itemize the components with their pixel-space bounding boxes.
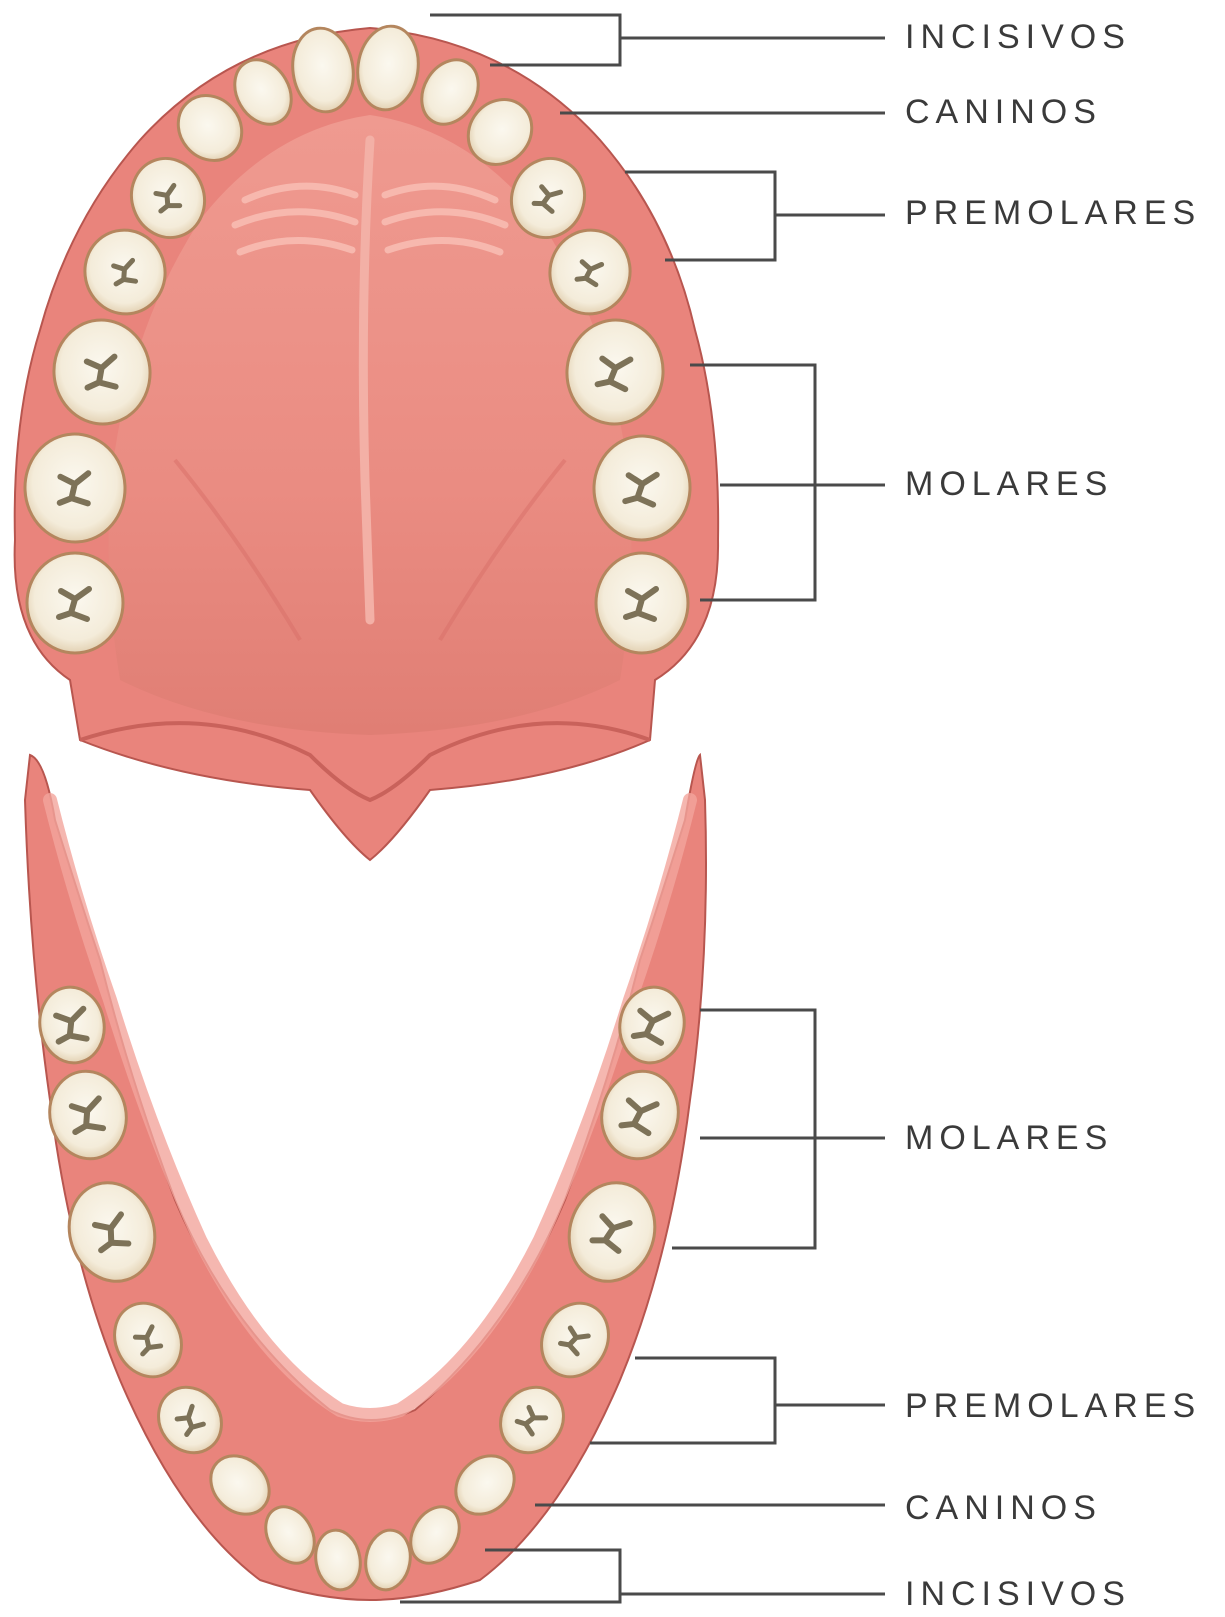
lower-canines-label: CANINOS xyxy=(905,1491,1102,1525)
lower-incisors-label: INCISIVOS xyxy=(905,1577,1131,1611)
lower-arch xyxy=(25,755,706,1600)
lower-premolars-label: PREMOLARES xyxy=(905,1389,1201,1423)
lower-premolars-leader xyxy=(590,1358,885,1443)
lower-gum xyxy=(25,755,706,1600)
upper-molar-3-right xyxy=(596,553,688,653)
upper-arch xyxy=(15,22,719,860)
lower-molars-label: MOLARES xyxy=(905,1121,1113,1155)
upper-premolars-label: PREMOLARES xyxy=(905,196,1201,230)
upper-canines-label: CANINOS xyxy=(905,95,1102,129)
lower-molars-leader xyxy=(672,1010,885,1248)
upper-incisors-leader xyxy=(430,15,885,65)
upper-molars-label: MOLARES xyxy=(905,467,1113,501)
upper-molars-leader xyxy=(690,365,885,600)
upper-molar-3-left xyxy=(27,553,123,653)
upper-incisors-label: INCISIVOS xyxy=(905,20,1131,54)
